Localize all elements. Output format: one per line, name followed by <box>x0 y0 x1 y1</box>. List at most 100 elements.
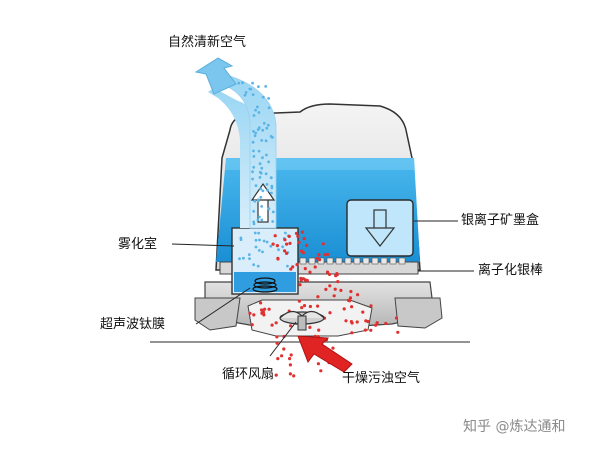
dirty-particle <box>275 335 279 339</box>
clean-particle <box>265 240 269 244</box>
dirty-particle <box>248 311 252 315</box>
clean-particle <box>260 218 264 222</box>
dirty-particle <box>361 310 365 314</box>
dirty-particle <box>323 253 327 257</box>
dirty-particle <box>356 293 360 297</box>
clean-particle <box>257 231 260 235</box>
dirty-particle <box>280 354 284 358</box>
ion-rod-segment <box>362 257 370 265</box>
dirty-particle <box>384 321 388 326</box>
dirty-particle <box>316 295 320 299</box>
clean-particle <box>261 156 264 160</box>
clean-particle <box>252 220 256 224</box>
dirty-particle <box>301 277 305 281</box>
dirty-particle <box>289 267 293 271</box>
dirty-particle <box>339 288 343 292</box>
dirty-particle <box>299 276 303 280</box>
clean-particle <box>252 114 256 117</box>
clean-particle <box>254 245 258 249</box>
dirty-particle <box>334 274 338 278</box>
clean-particle <box>269 244 273 248</box>
dirty-particle <box>328 284 332 288</box>
dirty-particle <box>285 251 289 255</box>
clean-particle <box>258 238 261 242</box>
clean-particle <box>257 111 261 114</box>
dirty-particle <box>291 265 295 269</box>
clean-particle <box>238 257 241 261</box>
dirty-particle <box>332 294 336 298</box>
dirty-particle <box>296 234 300 238</box>
clean-particle <box>244 91 248 94</box>
label-titanium-membrane: 超声波钛膜 <box>100 317 166 332</box>
dirty-particle <box>288 357 292 361</box>
clean-particle <box>251 177 255 181</box>
dirty-particle <box>276 256 280 260</box>
clean-particle <box>258 162 262 166</box>
clean-air-outlet-arrow <box>194 57 237 95</box>
dirty-particle <box>305 278 309 283</box>
label-mineral-box: 银离子矿墨盒 <box>461 213 540 228</box>
dirty-particle <box>369 328 373 332</box>
clean-particle <box>251 140 255 144</box>
dirty-particle <box>348 296 353 300</box>
dirty-particle <box>350 305 354 309</box>
ion-rod-segment <box>353 257 361 265</box>
clean-air-particles <box>237 81 290 268</box>
clean-particle <box>254 238 258 242</box>
dirty-particle <box>313 265 317 269</box>
clean-particle <box>249 87 253 91</box>
clean-particle <box>264 172 268 176</box>
clean-particle <box>267 207 271 211</box>
dirty-particle <box>287 234 291 238</box>
leader-mist-chamber <box>171 243 235 247</box>
dirty-particle <box>316 362 320 366</box>
clean-particle <box>242 256 245 260</box>
clean-particle <box>251 81 255 85</box>
dirty-particle <box>336 280 340 284</box>
clean-particle <box>251 93 255 96</box>
dirty-particle <box>283 249 287 253</box>
clean-particle <box>284 231 287 235</box>
dirty-particle <box>295 263 299 267</box>
dirty-particle <box>300 249 304 253</box>
dirty-particle <box>259 301 263 305</box>
ion-rod-segments <box>299 257 406 265</box>
dirty-particle <box>396 330 400 334</box>
dirty-particle <box>260 311 264 315</box>
clean-particle <box>237 81 241 85</box>
dirty-particle <box>289 353 293 357</box>
dirty-particle <box>297 299 301 303</box>
dirty-particle <box>282 347 286 351</box>
dirty-particle <box>333 287 337 291</box>
dirty-particle <box>366 319 370 324</box>
clean-particle <box>266 123 270 127</box>
clean-particle <box>264 139 268 143</box>
dirty-particle <box>288 372 292 376</box>
dirty-particle <box>252 313 256 317</box>
clean-particle <box>271 220 275 223</box>
dirty-particle <box>274 321 278 325</box>
dirty-particle <box>327 272 332 276</box>
clean-particle <box>260 166 264 170</box>
dirty-particle <box>283 238 287 242</box>
clean-particle <box>261 189 265 193</box>
dirty-particle <box>324 287 328 291</box>
dirty-particle <box>300 306 304 310</box>
clean-particle <box>281 245 284 249</box>
clean-particle <box>267 97 270 100</box>
clean-particle <box>252 149 255 153</box>
clean-particle <box>257 126 261 130</box>
dirty-particle <box>276 357 280 361</box>
leader-circulation-fan <box>269 321 297 357</box>
dirty-particle <box>302 304 307 308</box>
clean-particle <box>260 139 264 142</box>
clean-particle <box>267 106 271 110</box>
clean-particle <box>253 134 257 138</box>
dirty-particle <box>348 299 352 303</box>
base-foot-right <box>394 297 443 329</box>
dirty-particle <box>297 240 301 244</box>
dirty-particle <box>270 323 274 327</box>
dirty-particle <box>355 320 359 324</box>
ion-rod-segment <box>398 257 406 265</box>
dirty-particle <box>294 231 299 235</box>
